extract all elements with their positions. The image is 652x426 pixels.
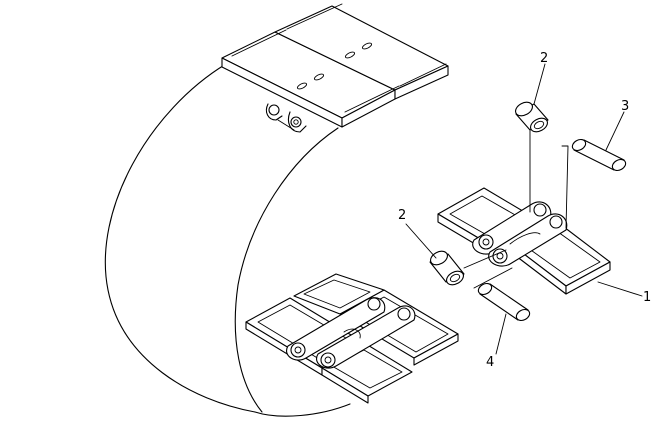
shoe-bolt-slots bbox=[296, 42, 373, 90]
bushing-upper bbox=[515, 101, 549, 133]
callout-3-label: 3 bbox=[621, 99, 629, 114]
pin-upper bbox=[571, 138, 627, 172]
leader-lines bbox=[405, 63, 643, 355]
callout-1-label: 1 bbox=[643, 290, 651, 305]
top-link-lugs bbox=[265, 103, 307, 133]
pin-lower bbox=[477, 282, 531, 322]
track-belt bbox=[104, 63, 351, 417]
callout-4-label: 4 bbox=[486, 355, 494, 370]
callout-labels: 1 2 2 3 4 bbox=[398, 51, 651, 370]
bottom-track-shoes bbox=[245, 273, 459, 404]
bushing-lower bbox=[429, 250, 465, 286]
top-track-shoes bbox=[221, 3, 449, 133]
callout-2-upper-label: 2 bbox=[540, 51, 548, 66]
callout-2-lower-label: 2 bbox=[398, 208, 406, 223]
assembly-guide-lines bbox=[463, 129, 569, 289]
exploded-link-assembly bbox=[437, 187, 611, 295]
